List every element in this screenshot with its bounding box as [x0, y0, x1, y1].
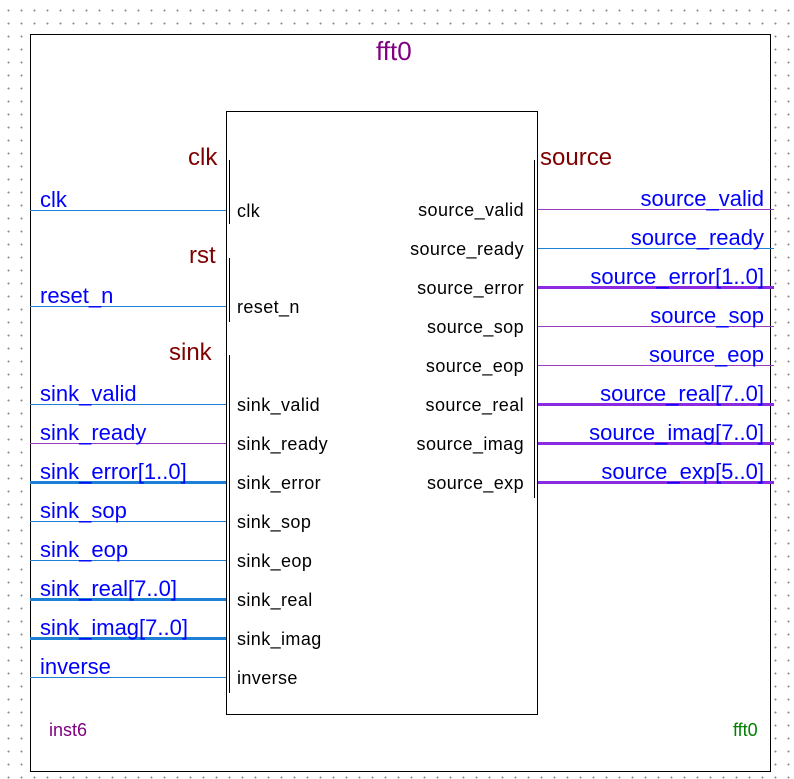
- input-wire: [30, 443, 226, 444]
- input-signal-label: reset_n: [40, 283, 114, 308]
- output-wire: [538, 365, 774, 366]
- input-signal-label: clk: [40, 187, 67, 212]
- input-wire: [30, 210, 226, 211]
- input-signal-label: sink_imag[7..0]: [40, 615, 188, 640]
- input-port-label: sink_valid: [237, 395, 321, 415]
- output-signal-label: source_sop: [650, 303, 764, 328]
- input-wire: [30, 637, 226, 640]
- rst-interface-bar: [226, 258, 230, 322]
- block-title: fft0: [376, 36, 412, 66]
- core-block: [226, 111, 538, 715]
- group-label-rst: rst: [189, 242, 216, 269]
- output-wire: [538, 326, 774, 327]
- input-signal-label: sink_error[1..0]: [40, 459, 187, 484]
- output-signal-label: source_eop: [649, 342, 764, 367]
- input-signal-label: sink_sop: [40, 498, 127, 523]
- output-wire: [538, 248, 774, 249]
- input-port-label: sink_eop: [237, 551, 313, 571]
- entity-name: fft0: [733, 720, 758, 740]
- input-wire: [30, 404, 226, 405]
- input-wire: [30, 521, 226, 522]
- output-port-label: source_real: [425, 395, 524, 415]
- input-wire: [30, 560, 226, 561]
- output-signal-label: source_error[1..0]: [590, 264, 764, 289]
- input-wire: [30, 677, 226, 678]
- group-label-source: source: [540, 144, 613, 171]
- input-port-label: reset_n: [237, 297, 300, 317]
- output-signal-label: source_imag[7..0]: [589, 420, 764, 445]
- sink-interface-bar: [226, 355, 230, 693]
- output-wire: [538, 442, 774, 445]
- input-signal-label: sink_real[7..0]: [40, 576, 177, 601]
- input-wire: [30, 481, 226, 484]
- output-port-label: source_error: [417, 278, 524, 298]
- source-interface-bar: [534, 160, 538, 498]
- input-port-label: sink_error: [237, 473, 322, 493]
- input-port-label: sink_sop: [237, 512, 312, 532]
- output-signal-label: source_ready: [630, 225, 764, 250]
- input-port-label: sink_ready: [237, 434, 329, 454]
- output-port-label: source_sop: [426, 317, 524, 337]
- input-port-label: sink_imag: [237, 629, 322, 649]
- output-port-label: source_imag: [416, 434, 524, 454]
- output-signal-label: source_valid: [640, 186, 764, 211]
- output-wire: [538, 209, 774, 210]
- output-port-label: source_valid: [418, 200, 524, 220]
- output-port-label: source_exp: [426, 473, 524, 493]
- group-label-clk: clk: [188, 144, 218, 171]
- input-port-label: clk: [237, 201, 261, 221]
- input-signal-label: inverse: [40, 654, 111, 679]
- output-wire: [538, 286, 774, 289]
- output-port-label: source_eop: [425, 356, 524, 376]
- output-signal-label: source_exp[5..0]: [601, 459, 764, 484]
- output-signal-label: source_real[7..0]: [600, 381, 764, 406]
- output-wire: [538, 403, 774, 406]
- output-wire: [538, 481, 774, 484]
- instance-name: inst6: [49, 720, 88, 740]
- input-signal-label: sink_ready: [40, 420, 147, 445]
- input-signal-label: sink_valid: [40, 381, 137, 406]
- input-signal-label: sink_eop: [40, 537, 129, 562]
- input-wire: [30, 306, 226, 307]
- input-wire: [30, 598, 226, 601]
- clk-interface-bar: [226, 160, 230, 224]
- output-port-label: source_ready: [410, 239, 524, 259]
- group-label-sink: sink: [169, 339, 212, 366]
- input-port-label: inverse: [237, 668, 298, 688]
- input-port-label: sink_real: [237, 590, 313, 610]
